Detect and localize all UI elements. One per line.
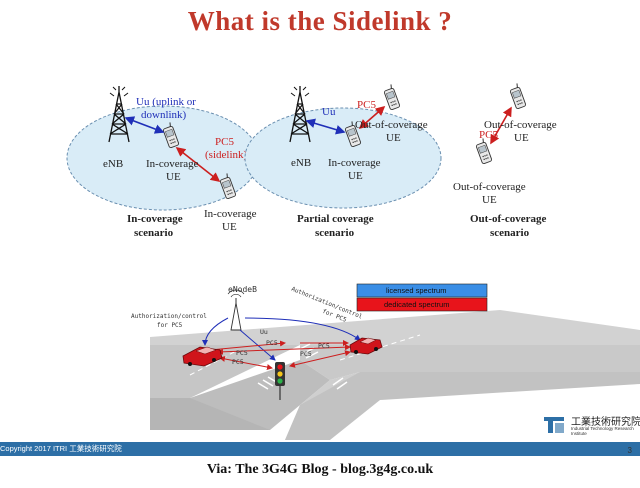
scenario-caption-2: scenario: [315, 227, 355, 239]
uu-link: [124, 116, 165, 134]
road-surface: [300, 345, 640, 380]
pc5-link: [209, 340, 286, 351]
footer-copyright: Copyright 2017 ITRI 工業技術研究院: [0, 444, 122, 453]
page-number: 3: [627, 446, 632, 455]
pc5-link: [490, 106, 512, 145]
uu-label: Uu: [322, 106, 336, 118]
pc5-label: PC5: [236, 349, 248, 357]
logo-name-cn: 工業技術研究院: [571, 417, 640, 428]
uu-label-2: downlink): [141, 109, 187, 121]
scenario-in-coverage: Uu (uplink or downlink) PC5 (sidelink) e…: [66, 85, 260, 239]
slide-title: What is the Sidelink ?: [187, 6, 453, 36]
ue2-label: In-coverage: [204, 208, 257, 220]
pc5-label: PC5: [266, 339, 278, 347]
pc5-label: PC5: [479, 129, 498, 141]
scenario-partial-coverage: Uu PC5 eNB In-coverage UE Out-of-coverag…: [244, 83, 442, 239]
spectrum-legend: licensed spectrum dedicated spectrum: [356, 283, 488, 312]
ue-label-2: UE: [348, 170, 363, 182]
ue-out-label-b: Out-of-coverage: [453, 181, 526, 193]
itri-logo-icon: [542, 415, 566, 435]
ue-label: In-coverage: [328, 157, 381, 169]
uu-label: Uu: [260, 328, 268, 336]
car-icon: [349, 337, 383, 355]
ue-phone-icon: [508, 82, 527, 110]
road-surface: [150, 310, 640, 345]
scenario-out-of-coverage: PC5 Out-of-coverage UE Out-of-coverage U…: [453, 82, 557, 239]
scenario-caption-2: scenario: [134, 227, 174, 239]
ue-phone-icon: [382, 83, 401, 111]
ue-phone-icon: [474, 137, 493, 165]
legend-dedicated-swatch: [356, 297, 488, 312]
uu-link: [202, 317, 229, 346]
pc5-label: PC5: [232, 358, 244, 366]
lane-marking: [339, 334, 421, 361]
uu-link: [244, 317, 361, 341]
pc5-label: PC5: [318, 342, 330, 350]
auth-label-left-2: for PC5: [157, 322, 183, 329]
logo-name-en: Industrial Technology Research Institute: [571, 426, 634, 436]
scenario-caption: Partial coverage: [297, 213, 374, 225]
pc5-label: PC5: [300, 350, 312, 358]
uu-label: Uu (uplink or: [136, 96, 196, 108]
pc5-link: [289, 350, 351, 368]
scenario-caption-2: scenario: [490, 227, 530, 239]
scenario-caption: In-coverage: [127, 213, 183, 225]
pc5-link: [219, 355, 273, 371]
coverage-area-2: [244, 107, 442, 209]
enodeb-label: eNodeB: [228, 285, 257, 294]
ue-out-label-2: UE: [386, 132, 401, 144]
legend-dedicated-label: dedicated spectrum: [384, 300, 449, 309]
v2x-intersection: eNodeB Authorization/control for PC5 Aut…: [131, 285, 640, 440]
ue-label: In-coverage: [146, 158, 199, 170]
ue-out-label: Out-of-coverage: [355, 119, 428, 131]
pc5-label: PC5: [357, 99, 376, 111]
source-credit: Via: The 3G4G Blog - blog.3g4g.co.uk: [206, 462, 434, 477]
auth-label-left: Authorization/control: [131, 313, 207, 320]
itri-logo: 工業技術研究院 Industrial Technology Research I…: [541, 411, 640, 441]
car-icon: [182, 346, 223, 367]
pc5-label: PC5: [215, 136, 234, 148]
road-surface: [150, 398, 270, 430]
pc5-link: [217, 344, 351, 355]
scenario-caption: Out-of-coverage: [470, 213, 546, 225]
ue-label-2: UE: [166, 171, 181, 183]
ue2-label-2: UE: [222, 221, 237, 233]
road-surface: [285, 372, 640, 440]
ue-out-label-2: UE: [514, 132, 529, 144]
enodeb-antenna-icon: [227, 289, 245, 331]
ue-out-label: Out-of-coverage: [484, 119, 557, 131]
pc5-link: [358, 105, 386, 130]
pc5-label-2: (sidelink): [205, 149, 247, 161]
legend-licensed-swatch: [356, 283, 488, 298]
traffic-light-icon: [275, 362, 285, 400]
legend-licensed-label: licensed spectrum: [386, 286, 446, 295]
enb-label: eNB: [291, 157, 311, 169]
enb-label: eNB: [103, 158, 123, 170]
footer-bar: [0, 442, 640, 456]
uu-link: [305, 118, 346, 135]
ue-out-label-b-2: UE: [482, 194, 497, 206]
pc5-link: [175, 147, 221, 182]
